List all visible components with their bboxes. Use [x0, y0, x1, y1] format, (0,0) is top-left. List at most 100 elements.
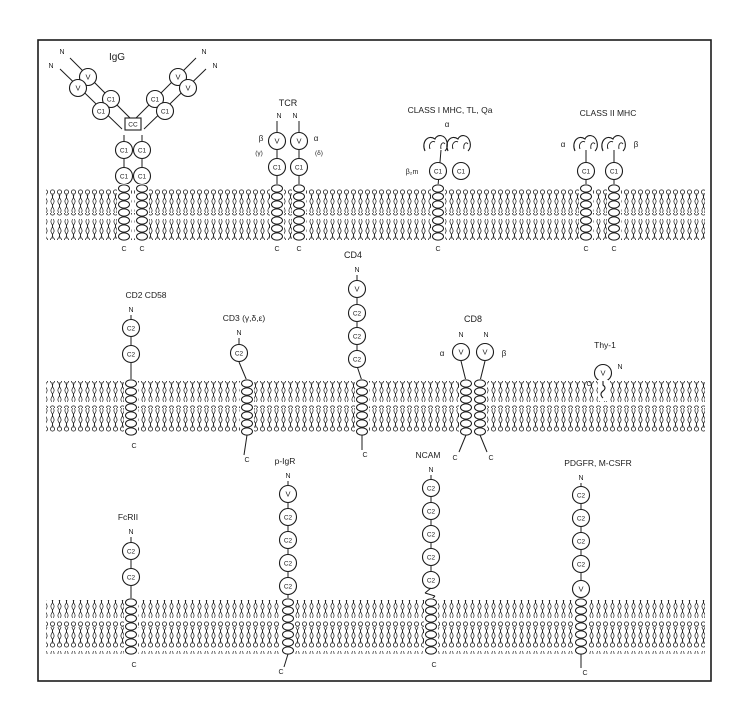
- transmembrane-helix-coil: [425, 614, 437, 623]
- transmembrane-helix-coil: [241, 395, 253, 404]
- ig-domain-label: C1: [295, 165, 304, 172]
- n-terminus: N: [428, 467, 433, 474]
- transmembrane-helix-coil: [125, 411, 137, 420]
- alpha-helix-domain: [446, 135, 471, 152]
- inner-leaflet-lipids: [46, 627, 705, 654]
- protein-label: CD2 CD58: [125, 290, 166, 300]
- transmembrane-helix-coil: [118, 184, 130, 193]
- chain-label: β: [502, 349, 507, 358]
- transmembrane-helix-coil: [293, 184, 305, 193]
- transmembrane-helix-coil: [136, 200, 148, 209]
- transmembrane-helix-coil: [356, 419, 368, 428]
- transmembrane-helix-coil: [425, 646, 437, 655]
- peptide-connector: [243, 434, 248, 456]
- n-terminus: N: [285, 473, 290, 480]
- ig-domain-label: C2: [577, 516, 586, 523]
- transmembrane-helix-coil: [241, 411, 253, 420]
- ig-domain: [91, 101, 111, 121]
- transmembrane-helix-coil: [608, 216, 620, 225]
- ig-domain-label: V: [285, 490, 290, 499]
- transmembrane-helix-coil: [580, 208, 592, 217]
- ig-domain-label: C2: [577, 539, 586, 546]
- c-terminus: C: [274, 246, 279, 253]
- transmembrane-helix-coil: [118, 208, 130, 217]
- transmembrane-helix-coil: [460, 419, 472, 428]
- ig-domain: [278, 576, 298, 596]
- ig-domain-label: C1: [582, 169, 591, 176]
- ig-domain-label: V: [175, 73, 180, 82]
- transmembrane-helix-coil: [293, 216, 305, 225]
- ig-domain: [571, 531, 591, 551]
- transmembrane-helix-coil: [241, 403, 253, 412]
- c-terminus: C: [139, 246, 144, 253]
- ig-domain-label: C1: [273, 165, 282, 172]
- transmembrane-helix-coil: [575, 638, 587, 647]
- lipid-bilayer-bottom: [46, 600, 705, 654]
- protein-label: CD4: [344, 250, 362, 260]
- ig-domain-label: C2: [284, 538, 293, 545]
- chain-label: (δ): [315, 150, 323, 157]
- transmembrane-helix-coil: [118, 232, 130, 241]
- ig-domain-label: C1: [434, 169, 443, 176]
- transmembrane-helix-coil: [580, 232, 592, 241]
- n-terminus: N: [578, 475, 583, 482]
- transmembrane-helix-coil: [118, 200, 130, 209]
- ig-domain-label: C1: [457, 169, 466, 176]
- lipid-bilayer-top: [46, 186, 705, 240]
- protein-label: CLASS II MHC: [580, 108, 637, 118]
- transmembrane-helix-coil: [118, 216, 130, 225]
- transmembrane-helix-coil: [356, 403, 368, 412]
- ig-domain-label: C2: [284, 584, 293, 591]
- peptide-connector: [283, 653, 289, 668]
- transmembrane-helix-coil: [271, 192, 283, 201]
- n-terminus: N: [292, 113, 297, 120]
- ig-domain-label: V: [296, 137, 301, 146]
- protein-label: PDGFR, M-CSFR: [564, 458, 632, 468]
- peptide-connector: [59, 68, 123, 130]
- protein-label: CLASS I MHC, TL, Qa: [408, 105, 493, 115]
- transmembrane-helix-coil: [474, 411, 486, 420]
- ig-domain: [121, 344, 141, 364]
- outer-leaflet-lipids: [46, 186, 705, 213]
- transmembrane-helix-coil: [271, 200, 283, 209]
- transmembrane-helix-coil: [474, 387, 486, 396]
- peptide-connector: [134, 57, 197, 120]
- membrane-gap: [473, 379, 487, 437]
- chain-label: (γ): [255, 150, 263, 157]
- transmembrane-helix-coil: [125, 395, 137, 404]
- transmembrane-helix-coil: [580, 184, 592, 193]
- peptide-connector: [479, 434, 488, 453]
- membrane-gap: [117, 184, 131, 242]
- chain-label: α: [445, 120, 450, 129]
- ig-domain: [571, 554, 591, 574]
- alpha-helix-domain-inner: [452, 141, 469, 150]
- transmembrane-helix-coil: [293, 224, 305, 233]
- transmembrane-helix-coil: [575, 622, 587, 631]
- transmembrane-helix-coil: [460, 387, 472, 396]
- c-terminus: C: [131, 662, 136, 669]
- n-terminus: N: [48, 63, 53, 70]
- c-terminus: C: [582, 670, 587, 677]
- transmembrane-helix-coil: [282, 622, 294, 631]
- transmembrane-helix-coil: [575, 630, 587, 639]
- hinge-box: [124, 117, 142, 131]
- membrane-gap: [355, 379, 369, 437]
- transmembrane-helix-coil: [282, 630, 294, 639]
- ig-domain-label: C1: [151, 97, 160, 104]
- membrane-gap: [459, 379, 473, 437]
- n-terminus: N: [59, 49, 64, 56]
- ig-domain: [347, 326, 367, 346]
- ig-domain: [267, 131, 287, 151]
- ig-domain-label: V: [600, 369, 605, 378]
- ig-domain-label: C1: [107, 97, 116, 104]
- protein-label: NCAM: [415, 450, 440, 460]
- c-terminus: C: [452, 455, 457, 462]
- ig-domain: [278, 507, 298, 527]
- ig-domain-label: C2: [427, 555, 436, 562]
- peptide-connector: [479, 360, 486, 382]
- ig-domain: [289, 157, 309, 177]
